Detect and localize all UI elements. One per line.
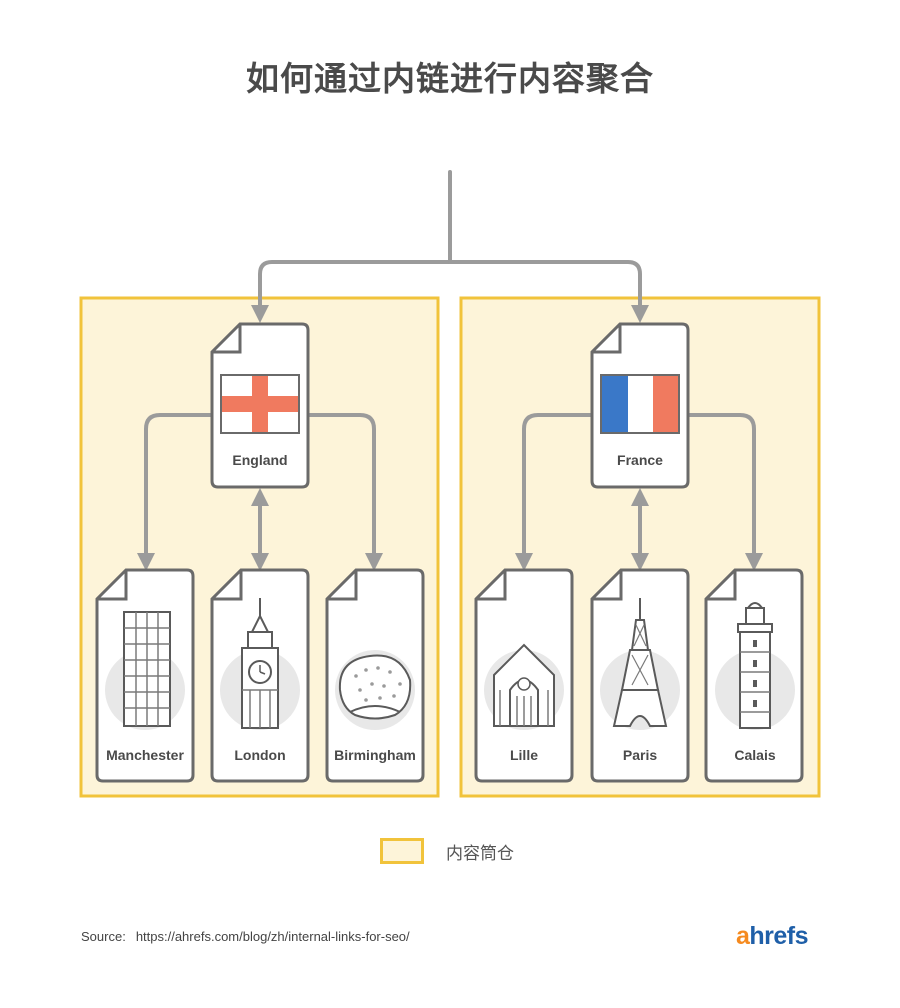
legend-label: 内容筒仓: [446, 843, 514, 864]
ahrefs-logo: ahrefs: [736, 922, 809, 951]
logo-letters-hrefs: hrefs: [749, 922, 809, 950]
city-label-paris: Paris: [623, 747, 657, 763]
selfridges-building-icon: [335, 650, 415, 730]
calais-lighthouse-icon: [715, 602, 795, 730]
source-label: Source:: [81, 929, 126, 944]
root-connector: [251, 170, 649, 323]
eiffel-tower-icon: [600, 598, 680, 730]
city-page-manchester: Manchester: [95, 568, 195, 783]
city-label-manchester: Manchester: [106, 747, 184, 763]
legend-swatch-content-silo: [380, 838, 424, 864]
england-flag-icon: [220, 374, 300, 434]
city-label-london: London: [234, 747, 285, 763]
england-connectors: [137, 413, 383, 571]
logo-letter-a: a: [736, 922, 750, 950]
manchester-tower-icon: [105, 611, 185, 730]
city-label-calais: Calais: [734, 747, 775, 763]
page-title: 如何通过内链进行内容聚合: [246, 59, 654, 98]
lille-cathedral-icon: [484, 643, 564, 730]
city-page-london: London: [210, 568, 310, 783]
city-page-calais: Calais: [704, 568, 804, 783]
city-label-birmingham: Birmingham: [334, 747, 416, 763]
england-hub-page: England: [210, 322, 310, 489]
france-flag-icon: [600, 374, 680, 434]
city-label-lille: Lille: [510, 747, 538, 763]
legend: 内容筒仓: [380, 838, 514, 864]
big-ben-icon: [220, 598, 300, 730]
hub-label-england: England: [232, 452, 287, 468]
city-page-birmingham: Birmingham: [325, 568, 425, 783]
source-url: https://ahrefs.com/blog/zh/internal-link…: [135, 929, 410, 944]
france-hub-page: France: [590, 322, 690, 489]
france-connectors: [515, 413, 763, 571]
city-page-paris: Paris: [590, 568, 690, 783]
city-page-lille: Lille: [474, 568, 574, 783]
source-line: Source: https://ahrefs.com/blog/zh/intern…: [81, 929, 410, 944]
hub-label-france: France: [617, 452, 663, 468]
